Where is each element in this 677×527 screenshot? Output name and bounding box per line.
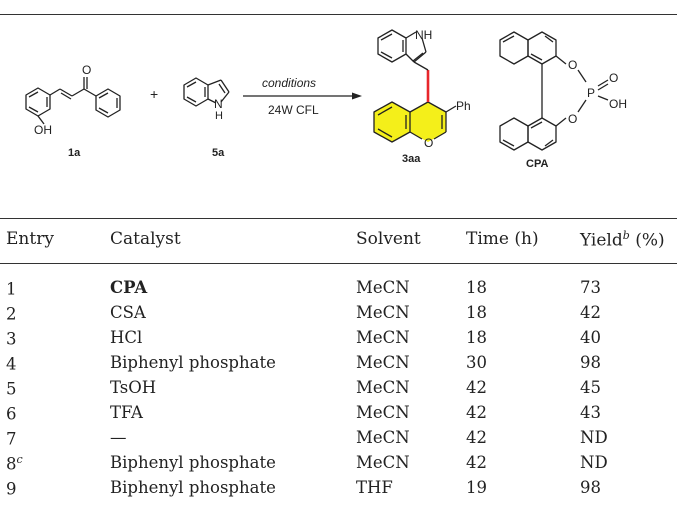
atom-ph-3aa: Ph (456, 99, 471, 113)
cell-solvent: MeCN (356, 428, 410, 447)
table-row: 2 CSA MeCN 18 42 (0, 303, 677, 328)
arrow-label-above: conditions (262, 76, 316, 90)
cell-entry: 5 (6, 379, 17, 399)
atom-oh-1a: OH (34, 123, 52, 137)
table-row: 8c Biphenyl phosphate MeCN 42 ND (0, 453, 677, 478)
cell-solvent: MeCN (356, 453, 410, 472)
table-row: 9 Biphenyl phosphate THF 19 98 (0, 478, 677, 503)
reaction-scheme: OH O N H NH O Ph O O P O OH + conditions… (0, 16, 677, 216)
cell-catalyst: CSA (110, 303, 146, 322)
atom-h-5a: H (215, 110, 223, 122)
table-row: 7 — MeCN 42 ND (0, 428, 677, 453)
cell-yield: 43 (580, 403, 601, 422)
structure-5a (183, 77, 230, 107)
cell-catalyst: Biphenyl phosphate (110, 353, 276, 372)
structure-1a (25, 77, 121, 125)
cell-yield: 45 (580, 378, 601, 397)
table-row: 5 TsOH MeCN 42 45 (0, 378, 677, 403)
cell-solvent: MeCN (356, 353, 410, 372)
cell-catalyst: — (110, 428, 127, 447)
yield-footnote-mark: b (622, 229, 630, 242)
arrow-label-below: 24W CFL (268, 103, 319, 117)
cell-yield: 98 (580, 478, 601, 497)
cell-solvent: MeCN (356, 378, 410, 397)
table-header: Entry Catalyst Solvent Time (h) Yieldb (… (0, 229, 677, 255)
cell-yield: ND (580, 428, 608, 447)
cell-solvent: MeCN (356, 403, 410, 422)
cell-entry: 4 (6, 354, 17, 374)
table-top-rule (0, 14, 677, 15)
cell-entry: 2 (6, 304, 17, 324)
cell-solvent: THF (356, 478, 393, 497)
cell-catalyst: TFA (110, 403, 143, 422)
plus-sign: + (150, 86, 158, 102)
cell-entry: 3 (6, 329, 17, 349)
label-5a: 5a (212, 147, 225, 159)
cell-solvent: MeCN (356, 328, 410, 347)
table-row: 4 Biphenyl phosphate MeCN 30 98 (0, 353, 677, 378)
cell-time: 42 (466, 378, 487, 397)
cell-catalyst: Biphenyl phosphate (110, 478, 276, 497)
cell-solvent: MeCN (356, 303, 410, 322)
cell-yield: 73 (580, 278, 601, 297)
table-row: 6 TFA MeCN 42 43 (0, 403, 677, 428)
header-yield: Yieldb (%) (580, 229, 665, 251)
structure-cpa (499, 31, 609, 151)
cell-time: 19 (466, 478, 487, 497)
structure-3aa (373, 29, 457, 143)
cell-solvent: MeCN (356, 278, 410, 297)
cell-entry: 8c (6, 453, 23, 474)
header-time: Time (h) (466, 229, 539, 249)
atom-o-cpa-1: O (568, 58, 577, 72)
atom-nh-3aa: NH (415, 28, 432, 42)
cell-time: 42 (466, 453, 487, 472)
atom-o-cpa-3: O (609, 71, 618, 85)
table-body: 1 CPA MeCN 18 73 2 CSA MeCN 18 42 3 HCl … (0, 278, 677, 503)
table-row: 3 HCl MeCN 18 40 (0, 328, 677, 353)
label-1a: 1a (68, 147, 81, 159)
cell-yield: 98 (580, 353, 601, 372)
header-catalyst: Catalyst (110, 229, 181, 249)
label-3aa: 3aa (402, 153, 421, 165)
table-header-bottom-rule (0, 263, 677, 264)
cell-catalyst: HCl (110, 328, 143, 347)
atom-o-1a: O (82, 63, 91, 77)
cell-time: 18 (466, 303, 487, 322)
cell-entry: 6 (6, 404, 17, 424)
atom-oh-cpa: OH (609, 97, 627, 111)
atom-o-cpa-2: O (568, 112, 577, 126)
cell-catalyst: Biphenyl phosphate (110, 453, 276, 472)
cell-yield: ND (580, 453, 608, 472)
cell-catalyst: CPA (110, 278, 148, 297)
cell-time: 18 (466, 328, 487, 347)
atom-p-cpa: P (587, 86, 595, 100)
header-solvent: Solvent (356, 229, 421, 249)
cell-catalyst: TsOH (110, 378, 157, 397)
cell-time: 42 (466, 428, 487, 447)
cell-entry: 9 (6, 479, 17, 499)
label-cpa: CPA (526, 158, 548, 170)
table-row: 1 CPA MeCN 18 73 (0, 278, 677, 303)
cell-yield: 42 (580, 303, 601, 322)
cell-time: 18 (466, 278, 487, 297)
cell-entry: 1 (6, 279, 17, 299)
cell-time: 30 (466, 353, 487, 372)
entry-footnote-mark: c (16, 453, 23, 466)
atom-n-5a: N (214, 97, 223, 111)
cell-time: 42 (466, 403, 487, 422)
cell-yield: 40 (580, 328, 601, 347)
table-header-top-rule (0, 218, 677, 219)
atom-o-3aa: O (424, 136, 433, 150)
header-entry: Entry (6, 229, 54, 249)
cell-entry: 7 (6, 429, 17, 449)
